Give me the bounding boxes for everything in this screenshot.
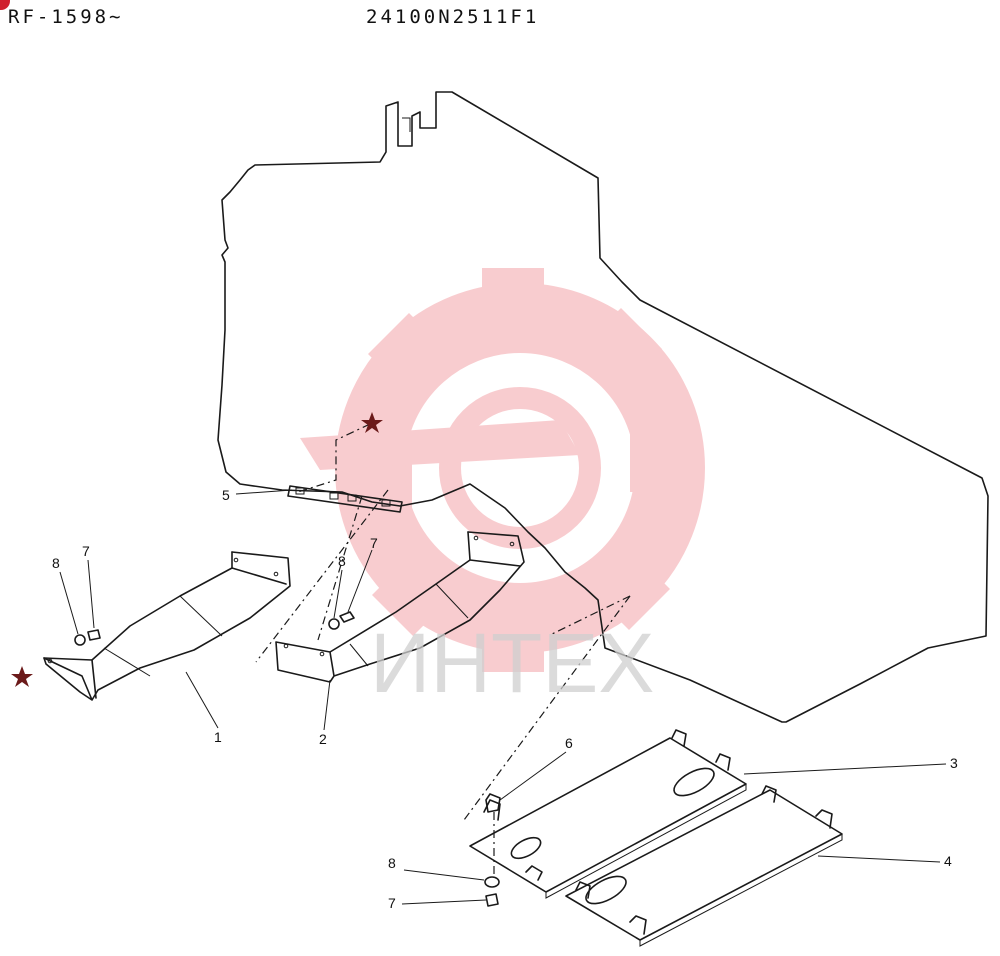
engine-outline bbox=[217, 91, 989, 723]
drawing-number: 24100N2511F1 bbox=[366, 6, 540, 28]
callout-1: 1 bbox=[214, 729, 222, 745]
callout-8-bottom: 8 bbox=[388, 855, 396, 871]
callout-8-left: 8 bbox=[52, 555, 60, 571]
assembly-lines bbox=[255, 423, 631, 874]
fasteners bbox=[74, 611, 501, 907]
leader-lines bbox=[59, 489, 947, 905]
callout-7-mid: 7 bbox=[370, 535, 378, 551]
corner-marker bbox=[0, 0, 10, 10]
callout-8-mid: 8 bbox=[338, 553, 346, 569]
part-8-washer-mid bbox=[328, 618, 340, 630]
part-3-plate bbox=[469, 729, 747, 899]
callout-7-bottom: 7 bbox=[388, 895, 396, 911]
callout-2: 2 bbox=[319, 731, 327, 747]
watermark-text: ИНТЕХ bbox=[370, 616, 654, 710]
callout-6: 6 bbox=[565, 735, 573, 751]
part-2-shield bbox=[275, 531, 525, 683]
star-marker-left bbox=[11, 666, 33, 687]
part-8-washer-left bbox=[74, 634, 86, 646]
part-7-bolt-mid bbox=[339, 611, 355, 623]
watermark-gear-icon bbox=[300, 268, 705, 672]
part-5-bracket bbox=[287, 485, 403, 513]
star-marker-top bbox=[361, 412, 383, 433]
model-range-label: RF-1598∼ bbox=[8, 6, 124, 28]
part-8-washer-bottom bbox=[484, 876, 500, 888]
callout-4: 4 bbox=[944, 853, 952, 869]
part-4-plate bbox=[565, 785, 843, 947]
part-7-bolt-bottom bbox=[485, 893, 499, 907]
callout-7-left: 7 bbox=[82, 543, 90, 559]
engine-cap-detail bbox=[402, 117, 411, 132]
part-7-bolt-left bbox=[87, 629, 101, 641]
callout-3: 3 bbox=[950, 755, 958, 771]
callout-5: 5 bbox=[222, 487, 230, 503]
part-6-clip bbox=[485, 793, 501, 813]
part-1-shield bbox=[43, 551, 291, 701]
